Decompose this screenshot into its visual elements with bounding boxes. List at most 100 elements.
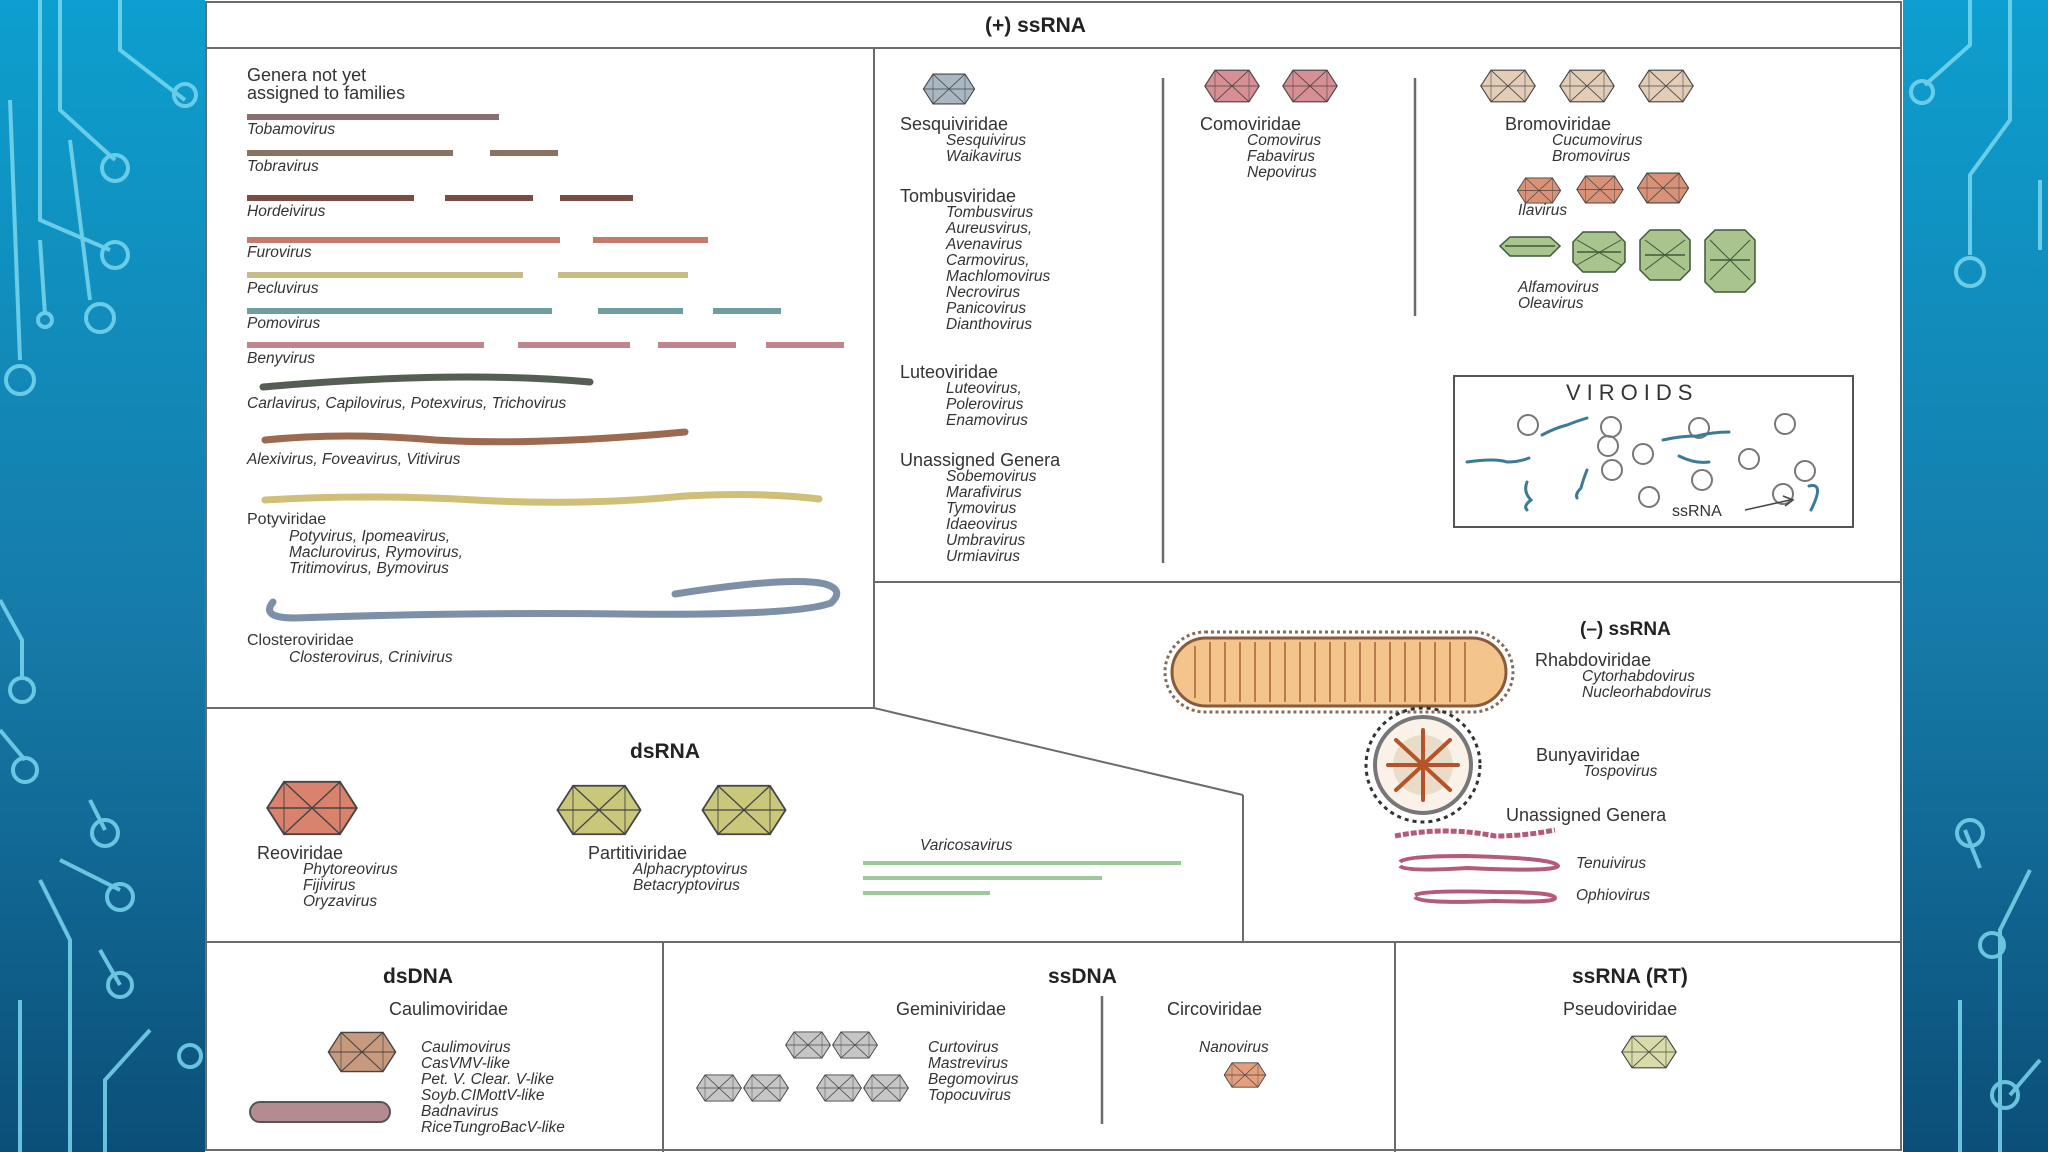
filament-label: Carlavirus, Capilovirus, Potexvirus, Tri… bbox=[247, 395, 567, 412]
ssdna-heading: ssDNA bbox=[1048, 965, 1117, 988]
hordeivirus-rod-1 bbox=[247, 195, 414, 201]
neg-unassigned-family: Unassigned Genera bbox=[1506, 805, 1667, 825]
tombusviridae-genus: Necrovirus bbox=[946, 284, 1021, 301]
caulimoviridae-genus: RiceTungroBacV-like bbox=[421, 1119, 565, 1136]
ilarvirus-capsid-icon-2 bbox=[1576, 175, 1624, 204]
bromovirus-capsid-icon-2 bbox=[1559, 69, 1615, 103]
rhabdoviridae-family: Rhabdoviridae bbox=[1535, 650, 1652, 670]
bunyaviridae-genus: Tospovirus bbox=[1583, 763, 1658, 780]
unassigned-genus: Idaeovirus bbox=[946, 516, 1018, 533]
pos-ssrna-heading: (+) ssRNA bbox=[985, 14, 1086, 37]
tombusviridae-genus: Dianthovirus bbox=[946, 316, 1033, 333]
geminiviridae-family: Geminiviridae bbox=[896, 999, 1007, 1019]
neg-ssrna-heading: (–) ssRNA bbox=[1580, 619, 1671, 640]
bunyaviridae-family: Bunyaviridae bbox=[1536, 745, 1641, 765]
bromoviridae-family: Bromoviridae bbox=[1505, 114, 1612, 134]
panel-borders bbox=[205, 1, 1902, 1152]
filament-label: Alexivirus, Foveavirus, Vitivirus bbox=[247, 451, 461, 468]
viroid-ssrna-label: ssRNA bbox=[1672, 503, 1722, 520]
ilarvirus-capsid-icon-1 bbox=[1516, 177, 1562, 204]
potyvirus-filament bbox=[261, 491, 823, 506]
tenuivirus-label: Tenuivirus bbox=[1576, 855, 1647, 872]
benyvirus-rod-4 bbox=[766, 342, 844, 348]
pomovirus-rod-2 bbox=[598, 308, 683, 314]
benyvirus-rod-1 bbox=[247, 342, 484, 348]
ilarvirus-label: Ilavirus bbox=[1518, 202, 1568, 219]
dsrna-heading: dsRNA bbox=[630, 740, 701, 763]
pomovirus-rod-1 bbox=[247, 308, 552, 314]
tombusviridae-genus: Panicovirus bbox=[946, 300, 1027, 317]
unassigned-genus: Urmiavirus bbox=[946, 548, 1021, 565]
geminiviridae-genus: Curtovirus bbox=[928, 1039, 999, 1056]
geminiviridae-genus: Begomovirus bbox=[928, 1071, 1019, 1088]
tobamovirus-rod bbox=[247, 114, 499, 120]
luteoviridae-genus: Enamovirus bbox=[946, 412, 1028, 429]
luteoviridae-genus: Polerovirus bbox=[946, 396, 1024, 413]
reovirus-capsid-icon bbox=[266, 780, 358, 836]
bromoviridae-genus: Cucumovirus bbox=[1552, 132, 1643, 149]
pecluvirus-rod-1 bbox=[247, 272, 523, 278]
potyviridae-family: Potyviridae bbox=[247, 511, 327, 528]
dsdna-heading: dsDNA bbox=[383, 965, 454, 988]
rod-label: Benyvirus bbox=[247, 350, 316, 367]
tombusviridae-genus: Aureusvirus, bbox=[946, 220, 1033, 237]
tobravirus-rod-long bbox=[247, 150, 453, 156]
circoviridae-family: Circoviridae bbox=[1167, 999, 1263, 1019]
reoviridae-family: Reoviridae bbox=[257, 843, 344, 863]
varicosavirus-rods-icon bbox=[863, 861, 1181, 895]
comoviridae-genus: Fabavirus bbox=[1247, 148, 1316, 165]
unassigned-genus: Sobemovirus bbox=[946, 468, 1037, 485]
virus-classification-figure: (+) ssRNA (–) ssRNA dsRNA dsDNA ssDNA ss… bbox=[205, 0, 1903, 1152]
tombusviridae-family: Tombusviridae bbox=[900, 186, 1017, 206]
comovirus-capsid-icon-1 bbox=[1204, 69, 1260, 103]
caulimoviridae-genus: Pet. V. Clear. V-like bbox=[421, 1071, 554, 1088]
pecluvirus-rod-2 bbox=[558, 272, 688, 278]
comoviridae-genus: Nepovirus bbox=[1247, 164, 1317, 181]
ssrna-rt-heading: ssRNA (RT) bbox=[1572, 965, 1688, 988]
pseudovirus-capsid-icon bbox=[1621, 1035, 1677, 1069]
partitiviridae-genus: Alphacryptovirus bbox=[633, 861, 748, 878]
varicosavirus-label: Varicosavirus bbox=[920, 837, 1013, 854]
oleavirus-label: Oleavirus bbox=[1518, 295, 1584, 312]
comoviridae-family: Comoviridae bbox=[1200, 114, 1302, 134]
potyviridae-genus: Maclurovirus, Rymovirus, bbox=[289, 544, 463, 561]
caulimoviridae-genus: Caulimovirus bbox=[421, 1039, 511, 1056]
tombusviridae-genus: Carmovirus, bbox=[946, 252, 1030, 269]
reoviridae-genus: Oryzavirus bbox=[303, 893, 378, 910]
caulimoviridae-genus: CasVMV-like bbox=[421, 1055, 510, 1072]
carlavirus-filament bbox=[259, 373, 594, 391]
bunyavirus-particle-icon bbox=[1364, 706, 1482, 824]
bromovirus-capsid-icon-1 bbox=[1480, 69, 1536, 103]
hordeivirus-rod-2 bbox=[445, 195, 533, 201]
unassigned-genus: Umbravirus bbox=[946, 532, 1026, 549]
luteoviridae-genus: Luteovirus, bbox=[946, 380, 1022, 397]
sesquiviridae-genus: Sesquivirus bbox=[946, 132, 1027, 149]
furovirus-rod-2 bbox=[593, 237, 708, 243]
geminiviridae-genus: Topocuvirus bbox=[928, 1087, 1012, 1104]
rod-label: Tobravirus bbox=[247, 158, 319, 175]
partitiviridae-family: Partitiviridae bbox=[588, 843, 688, 863]
sesquiviridae-genus: Waikavirus bbox=[946, 148, 1022, 165]
unassigned-genera-family: Unassigned Genera bbox=[900, 450, 1061, 470]
pseudoviridae-family: Pseudoviridae bbox=[1563, 999, 1678, 1019]
alexivirus-filament bbox=[261, 428, 689, 446]
alfamovirus-particles-icon bbox=[1498, 229, 1756, 293]
viroids-box bbox=[1453, 375, 1854, 528]
partitiviridae-genus: Betacryptovirus bbox=[633, 877, 740, 894]
circoviridae-genus: Nanovirus bbox=[1199, 1039, 1269, 1056]
alfamovirus-label: Alfamovirus bbox=[1518, 279, 1599, 296]
tombusviridae-genus: Machlomovirus bbox=[946, 268, 1051, 285]
comovirus-capsid-icon-2 bbox=[1282, 69, 1338, 103]
tobravirus-rod-short bbox=[490, 150, 558, 156]
unassigned-neg-filament-icon bbox=[1394, 827, 1556, 839]
unassigned-genera-title-line1: Genera not yet bbox=[247, 65, 367, 85]
nanovirus-capsid-icon bbox=[1223, 1062, 1267, 1088]
rod-label: Furovirus bbox=[247, 244, 312, 261]
reoviridae-genus: Fijivirus bbox=[303, 877, 356, 894]
partitivirus-capsid-icon-2 bbox=[701, 784, 787, 836]
pomovirus-rod-3 bbox=[713, 308, 781, 314]
caulimoviridae-genus: Soyb.CIMottV-like bbox=[421, 1087, 545, 1104]
closteroviridae-family: Closteroviridae bbox=[247, 632, 354, 649]
viroids-title: VIROIDS bbox=[1566, 380, 1699, 405]
badnavirus-rod-icon bbox=[249, 1101, 391, 1123]
